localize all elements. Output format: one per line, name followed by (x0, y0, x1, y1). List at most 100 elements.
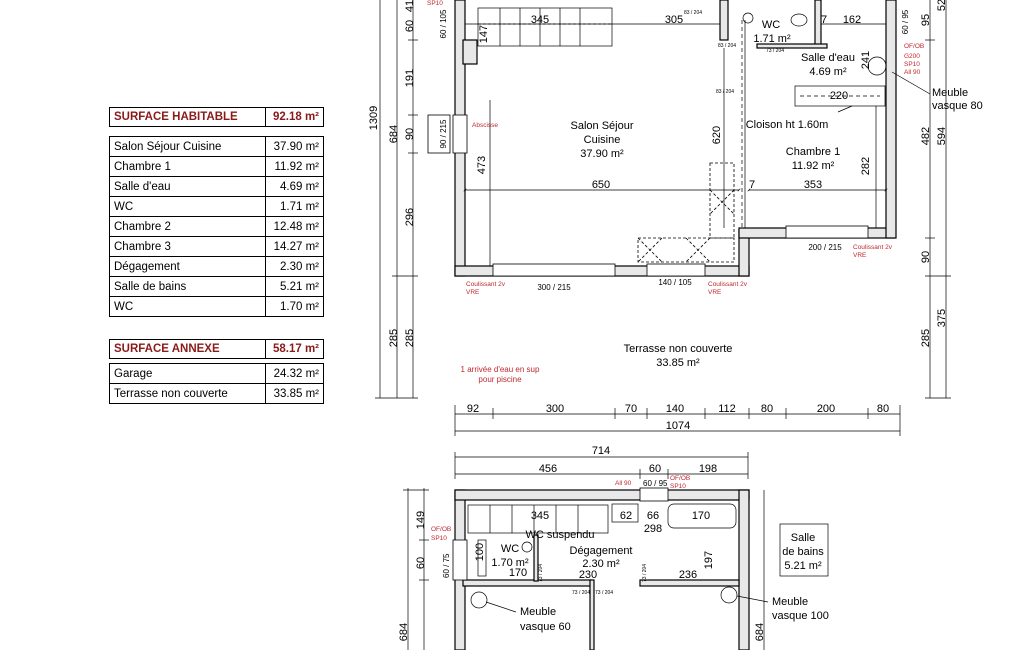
area-label: Chambre 1 (109, 156, 266, 177)
area-value: 2.30 m² (265, 256, 324, 277)
ofob-note: OF/OB (904, 43, 924, 50)
chambre1-name: Chambre 1 (786, 146, 840, 158)
area-value: 5.21 m² (265, 276, 324, 297)
up-dim-236: 236 (679, 569, 697, 581)
ground-floor-right-dim-labels: 95 482 90 285 52 594 375 (920, 0, 948, 347)
up-sp10: SP10 (670, 483, 686, 490)
dim-bottom-total: 1074 (666, 420, 690, 432)
upper-floor-openings (452, 487, 669, 581)
up-wc-name: WC (501, 543, 519, 555)
up-dim-60: 60 (415, 557, 427, 569)
dim-left-60: 60 (404, 20, 416, 32)
ground-floor-right-dims (925, 0, 951, 399)
up-dim-345: 345 (531, 510, 549, 522)
up-opening-60-95: 60 / 95 (643, 479, 668, 488)
sanitary-fixtures (742, 12, 887, 76)
piscine-line1: 1 arrivée d'eau en sup (461, 365, 540, 374)
up-sp10-left: SP10 (431, 535, 447, 542)
sdb-name1: Salle (791, 532, 815, 544)
wc-area: 1.71 m² (753, 33, 791, 45)
upper-floor-side-dims (403, 488, 765, 650)
abscisse-note: Abscisse (472, 122, 498, 129)
ground-floor-opening-sizes: 300 / 215 140 / 105 200 / 215 90 / 215 6… (439, 9, 910, 292)
upper-floor-side-dim-labels: 149 60 684 684 (398, 511, 766, 641)
dim-up-60: 60 (649, 463, 661, 475)
dim-right-52: 52 (936, 0, 948, 11)
surface-annexe-title: SURFACE ANNEXE (109, 339, 266, 359)
up-all90: All 90 (615, 480, 632, 487)
door-83-204-c: 83 / 204 (716, 89, 734, 95)
area-value: 11.92 m² (265, 156, 324, 177)
terrasse-area: 33.85 m² (656, 357, 700, 369)
dim-345: 345 (531, 14, 549, 26)
upper-floor-vasques: Meuble vasque 60 Meuble vasque 100 (485, 595, 829, 633)
degagement-area: 2.30 m² (582, 558, 620, 570)
cloison-partitions (741, 20, 886, 228)
dim-7-top: 7 (821, 14, 827, 26)
meuble60-line1: Meuble (520, 606, 556, 618)
up-door-73-204-a: 73 / 204 (572, 590, 590, 596)
opening-60-95: 60 / 95 (901, 9, 910, 34)
dim-left-684: 684 (388, 125, 400, 143)
dim-up-714: 714 (592, 445, 610, 457)
meuble-vasque-80: Meuble vasque 80 (837, 71, 983, 113)
dim-353: 353 (804, 179, 822, 191)
cloison-note: Cloison ht 1.60m (746, 119, 829, 131)
ground-floor-bottom-dims (454, 405, 901, 436)
area-label: Terrasse non couverte (109, 383, 266, 404)
dim-241: 241 (860, 51, 872, 69)
ground-floor-openings (427, 114, 869, 277)
up-door-73-204-b: 73 / 204 (595, 590, 613, 596)
meuble80-line1: Meuble (932, 87, 968, 99)
opening-200-215: 200 / 215 (808, 243, 842, 252)
ground-floor-red-notes: Abscisse Coulissant 2v VRE Coulissant 2v… (427, 0, 924, 296)
wc-name: WC (762, 19, 780, 31)
sdb-name2: de bains (782, 546, 824, 558)
dim-up-198: 198 (699, 463, 717, 475)
area-value: 1.71 m² (265, 196, 324, 217)
door-83-204-a: 83 / 204 (684, 10, 702, 16)
dim-147: 147 (478, 25, 490, 43)
ground-floor-rooms: Salon Séjour Cuisine 37.90 m² WC 1.71 m²… (571, 19, 856, 369)
salon-name: Salon Séjour (571, 120, 634, 132)
dim-bottom-7: 80 (877, 403, 889, 415)
up-dim-684-right: 684 (754, 623, 766, 641)
up-dim-149: 149 (415, 511, 427, 529)
dim-left-285: 285 (404, 329, 416, 347)
dim-left-41: 41 (404, 0, 416, 12)
up-dim-230: 230 (579, 569, 597, 581)
dim-305: 305 (665, 14, 683, 26)
sp10-note: SP10 (904, 61, 920, 68)
up-dim-62: 62 (620, 510, 632, 522)
dim-right-594: 594 (936, 127, 948, 145)
ground-floor-left-dims (375, 0, 418, 399)
up-ofob: OF/OB (670, 475, 690, 482)
dim-282: 282 (860, 157, 872, 175)
dim-bottom-4: 112 (718, 403, 736, 415)
opening-60-105: 60 / 105 (439, 9, 448, 38)
meuble100-line1: Meuble (772, 596, 808, 608)
upper-floor-top-dims (454, 452, 749, 479)
upper-floor-inner-dims: 345 62 66 170 298 170 230 236 100 197 (474, 510, 715, 581)
dim-right-375: 375 (936, 309, 948, 327)
coulissant-1b: VRE (466, 289, 480, 296)
piscine-line2: pour piscine (478, 375, 522, 384)
dim-left-90: 90 (404, 128, 416, 140)
dim-left-285b: 285 (388, 329, 400, 347)
dim-right-482: 482 (920, 127, 932, 145)
g200-note: G200 (904, 53, 920, 60)
dim-220: 220 (830, 90, 848, 102)
area-label: Salle de bains (109, 276, 266, 297)
up-dim-197: 197 (703, 551, 715, 569)
chambre1-area: 11.92 m² (792, 160, 835, 172)
coulissant-3a: Coulissant 2v (853, 244, 893, 251)
dim-right-90: 90 (920, 251, 932, 263)
